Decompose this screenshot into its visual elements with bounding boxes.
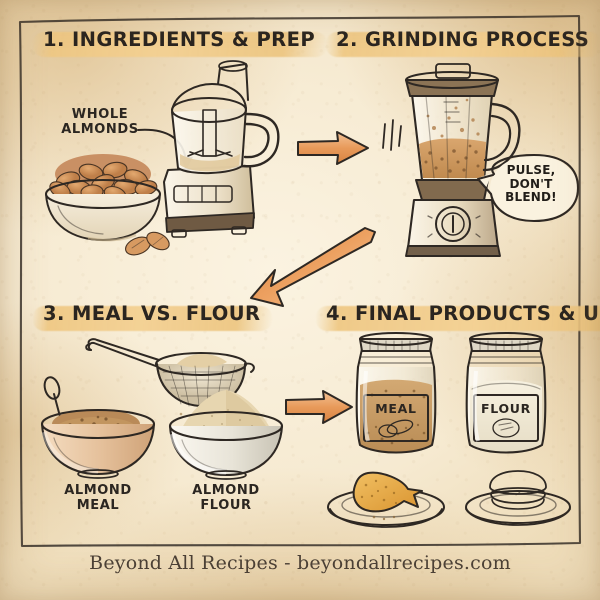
mason-jar-meal-illustration [355,332,437,454]
panel-3-heading: 3. MEAL VS. FLOUR [33,302,273,331]
arrow-prep-to-grinding [297,131,369,165]
panel-4-heading: 4. FINAL PRODUCTS & USES [316,302,600,331]
fried-chicken-plate-illustration [327,471,445,528]
panel-grinding-process: 2. GRINDING PROCESS [300,0,600,285]
macaron-plate-illustration [465,470,571,526]
heading-highlight [326,32,600,57]
label-almond-flour: ALMOND FLOUR [192,483,260,513]
arrow-meal-to-products [285,390,353,424]
footer-branding: Beyond All Recipes - beyondallrecipes.co… [89,552,511,574]
panel-1-heading: 1. INGREDIENTS & PREP [33,28,328,57]
food-processor-illustration [163,60,280,238]
panel-meal-vs-flour: 3. MEAL VS. FLOUR [0,285,300,545]
jar-label-meal: MEAL [375,401,417,416]
callout-text-pulse-dont-blend: PULSE, DON'T BLEND! [505,163,557,204]
label-whole-almonds: WHOLE ALMONDS [61,107,139,137]
panel-ingredients-prep: 1. INGREDIENTS & PREP WHOLE ALMONDS [0,0,328,285]
jar-label-flour: FLOUR [481,401,531,416]
bowl-of-almond-flour-illustration [168,390,284,480]
panel-2-heading: 2. GRINDING PROCESS [326,28,600,57]
mason-jar-flour-illustration [465,332,547,454]
speech-bubble-pulse [476,153,580,223]
panel-final-products-uses: 4. FINAL PRODUCTS & USES [300,285,600,545]
heading-highlight [33,32,328,57]
heading-highlight [316,306,600,331]
arrow-grinding-to-meal [250,227,376,307]
bowl-of-almonds-illustration [45,154,161,242]
blender-illustration [405,63,521,257]
bowl-of-almond-meal-illustration [40,376,156,479]
label-almond-meal: ALMOND MEAL [64,483,132,513]
loose-almonds-illustration [125,231,170,256]
heading-highlight [33,306,273,331]
motion-lines-icon [382,119,402,151]
